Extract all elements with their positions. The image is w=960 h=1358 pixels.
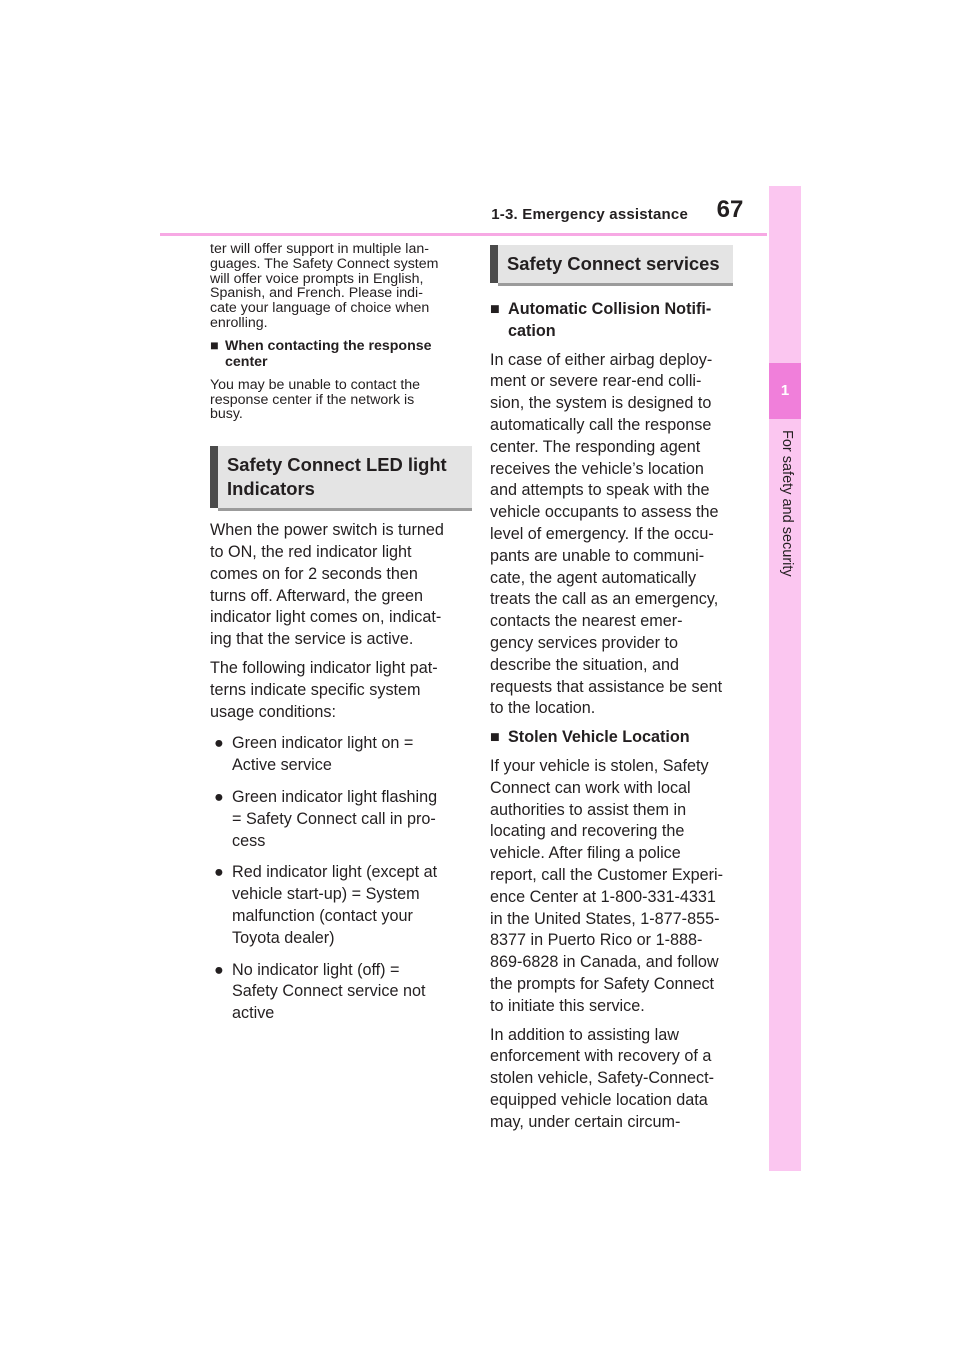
intro-text: ter will offer support in multiple lan- …: [210, 241, 439, 331]
page-number: 67: [716, 196, 744, 223]
bullet-icon: ●: [214, 787, 224, 806]
square-bullet-icon: ■: [490, 300, 500, 318]
led-paragraph-1: When the power switch is turned to ON, t…: [210, 521, 444, 649]
section-title: 1-3. Emergency assistance: [491, 206, 688, 223]
left-column: ter will offer support in multiple lan- …: [210, 242, 472, 1025]
bullet-icon: ●: [214, 960, 224, 979]
square-bullet-icon: ■: [490, 728, 500, 747]
led-paragraph-2: The following indicator light pat- terns…: [210, 658, 438, 721]
led-indicators-heading: Safety Connect LED light Indicators: [210, 446, 472, 512]
services-heading: Safety Connect services: [490, 245, 733, 286]
bullet-icon: ●: [214, 734, 224, 753]
list-item: ● Green indicator light flashing = Safet…: [210, 787, 472, 852]
chapter-number-tab[interactable]: 1: [769, 363, 801, 419]
square-bullet-icon: ■: [210, 337, 219, 354]
chapter-label: For safety and security: [779, 430, 795, 577]
list-item: ● Green indicator light on = Active serv…: [210, 733, 472, 777]
note-heading-text: When contacting the response center: [225, 337, 432, 370]
list-item: ● Red indicator light (except at vehicle…: [210, 862, 472, 949]
svl-heading: ■ Stolen Vehicle Location: [490, 727, 752, 749]
acn-heading: ■ Automatic Collision Notifi- cation: [490, 299, 752, 343]
header-rule: [160, 233, 767, 236]
note-text: You may be unable to contact the respons…: [210, 376, 421, 423]
chapter-side-tab: [769, 186, 801, 1171]
bullet-icon: ●: [214, 863, 224, 882]
svl-paragraph-1: If your vehicle is stolen, Safety Connec…: [490, 756, 724, 1015]
acn-text: In case of either airbag deploy- ment or…: [490, 350, 723, 718]
right-column: Safety Connect services ■ Automatic Coll…: [490, 242, 752, 1133]
list-item: ● No indicator light (off) = Safety Conn…: [210, 960, 472, 1025]
note-heading: ■ When contacting the response center: [210, 338, 472, 370]
svl-paragraph-2: In addition to assisting law enforcement…: [490, 1025, 715, 1131]
